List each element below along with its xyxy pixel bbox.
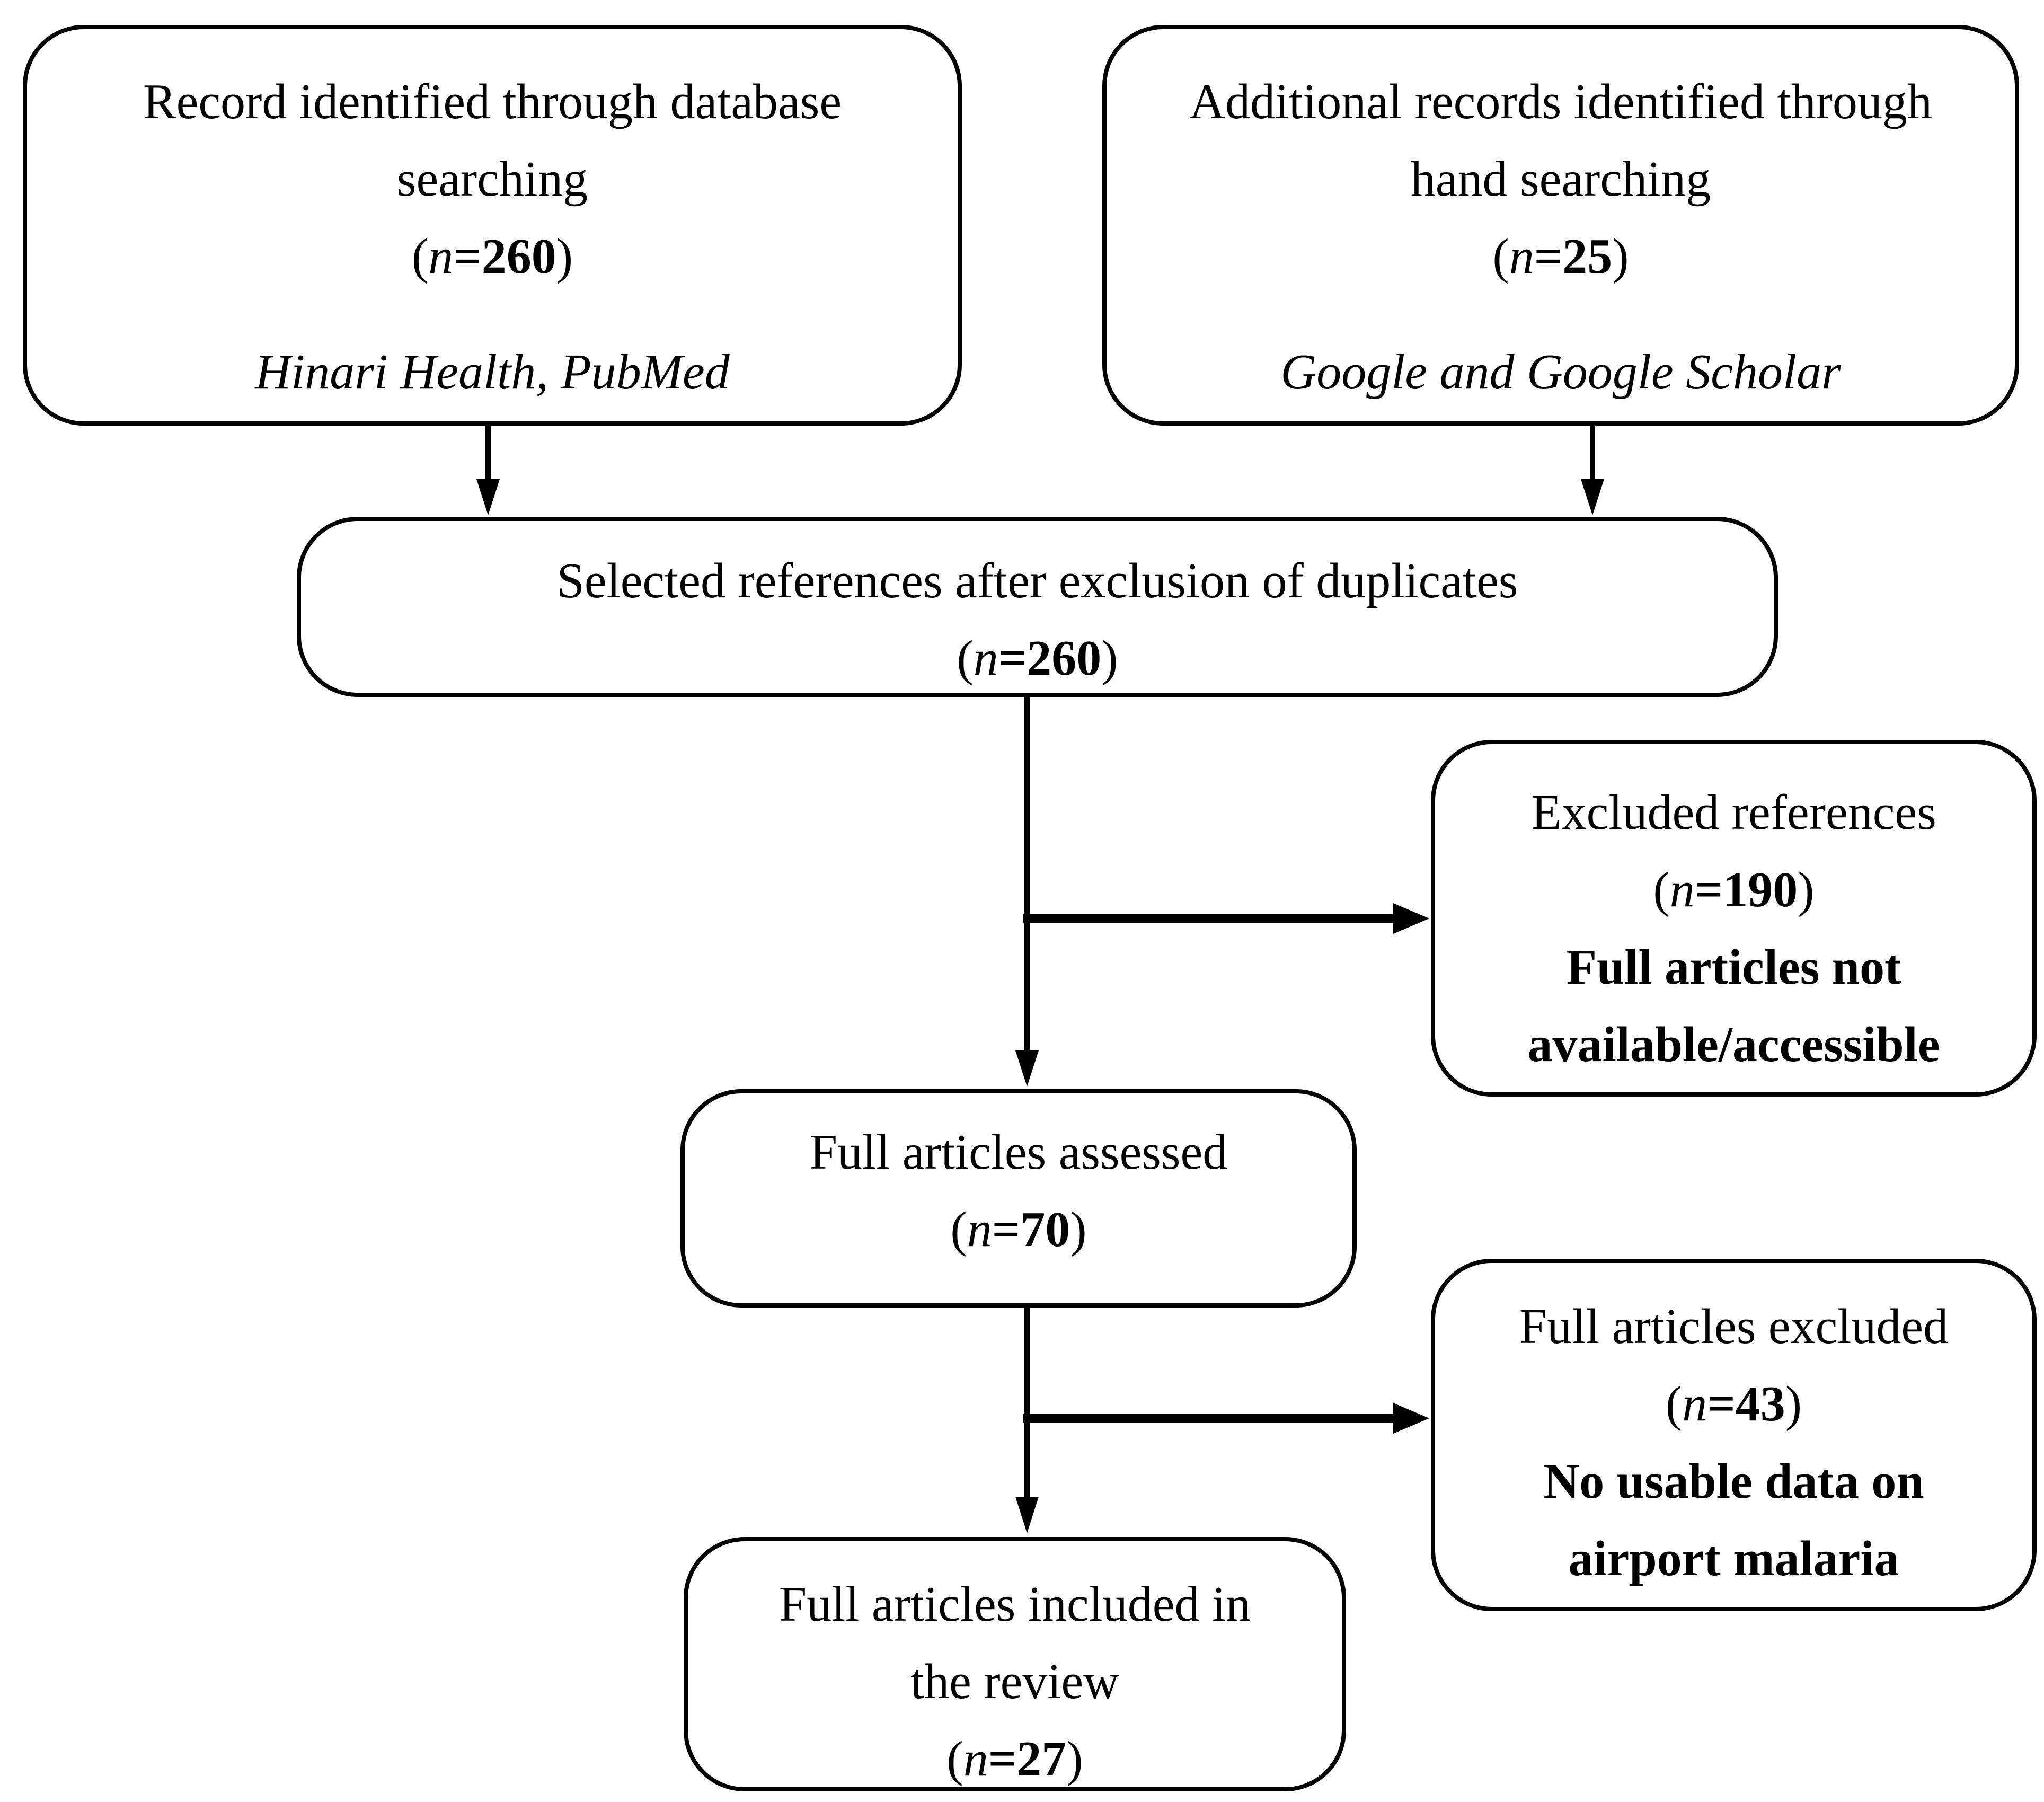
box-database-searching: Record identified through database searc… <box>23 25 962 426</box>
box-hand-searching: Additional records identified through ha… <box>1102 25 2019 426</box>
n-value: =27 <box>988 1732 1067 1787</box>
n-variable: n <box>428 229 454 284</box>
paren-open: ( <box>946 1732 963 1787</box>
box-line: Additional records identified through <box>1189 74 1932 129</box>
paren-close: ) <box>1612 229 1629 284</box>
source-databases: Google and Google Scholar <box>1280 344 1841 400</box>
box-line: the review <box>910 1654 1120 1709</box>
n-value: =260 <box>453 229 556 284</box>
paren-open: ( <box>1653 862 1670 917</box>
paren-close: ) <box>1101 631 1118 686</box>
n-count: (n=260) <box>412 218 573 295</box>
paren-close: ) <box>1070 1202 1087 1257</box>
arrow-dedup-to-assessed-head <box>1015 1050 1039 1086</box>
paren-close: ) <box>1798 862 1815 917</box>
paren-open: ( <box>1665 1376 1683 1432</box>
paren-close: ) <box>1066 1732 1083 1787</box>
n-count: (n=25) <box>1492 218 1629 295</box>
box-line: Full articles excluded <box>1519 1299 1949 1354</box>
box-line: Full articles included in <box>778 1577 1251 1632</box>
box-full-articles-assessed: Full articles assessed (n=70) <box>680 1089 1357 1308</box>
box-line: Excluded references <box>1531 785 1936 840</box>
arrow-assessed-to-included-head <box>1015 1497 1039 1533</box>
arrow-dedup-to-excluded-head <box>1393 903 1429 934</box>
box-line: Record identified through database <box>143 74 842 129</box>
arrow-hand-to-dedup-head <box>1581 479 1604 515</box>
paren-close: ) <box>1785 1376 1802 1432</box>
n-value: =25 <box>1534 229 1613 284</box>
n-count: (n=43) <box>1666 1365 1802 1443</box>
box-line: searching <box>396 152 588 207</box>
n-value: =43 <box>1707 1376 1785 1432</box>
box-full-articles-excluded: Full articles excluded (n=43) No usable … <box>1431 1259 2037 1611</box>
paren-open: ( <box>950 1202 967 1257</box>
n-value: =260 <box>998 631 1102 686</box>
exclusion-reason-line: Full articles not <box>1566 940 1901 995</box>
n-count: (n=190) <box>1653 851 1814 929</box>
n-variable: n <box>967 1202 992 1257</box>
n-count: (n=70) <box>950 1191 1086 1268</box>
box-line: hand searching <box>1410 152 1711 207</box>
paren-close: ) <box>556 229 573 284</box>
n-count: (n=27) <box>946 1720 1083 1798</box>
n-variable: n <box>973 631 998 686</box>
box-selected-after-duplicates: Selected references after exclusion of d… <box>297 517 1778 697</box>
exclusion-reason-line: No usable data on <box>1543 1454 1924 1509</box>
arrow-assessed-to-fullexcluded-head <box>1393 1403 1429 1434</box>
exclusion-reason-line: available/accessible <box>1527 1017 1940 1072</box>
n-count: (n=260) <box>957 620 1118 697</box>
n-variable: n <box>1509 229 1534 284</box>
box-line: Full articles assessed <box>809 1125 1228 1180</box>
source-databases: Hinari Health, PubMed <box>255 344 730 400</box>
paren-open: ( <box>957 631 974 686</box>
n-variable: n <box>963 1732 988 1787</box>
box-line: Selected references after exclusion of d… <box>556 553 1518 608</box>
n-value: =70 <box>992 1202 1070 1257</box>
n-variable: n <box>1669 862 1695 917</box>
paren-open: ( <box>411 229 429 284</box>
paren-open: ( <box>1492 229 1509 284</box>
exclusion-reason-line: airport malaria <box>1568 1531 1899 1586</box>
box-full-articles-included: Full articles included in the review (n=… <box>684 1537 1346 1791</box>
box-excluded-references: Excluded references (n=190) Full article… <box>1431 740 2037 1097</box>
n-variable: n <box>1682 1376 1707 1432</box>
arrow-database-to-dedup-head <box>476 479 500 515</box>
n-value: =190 <box>1694 862 1798 917</box>
